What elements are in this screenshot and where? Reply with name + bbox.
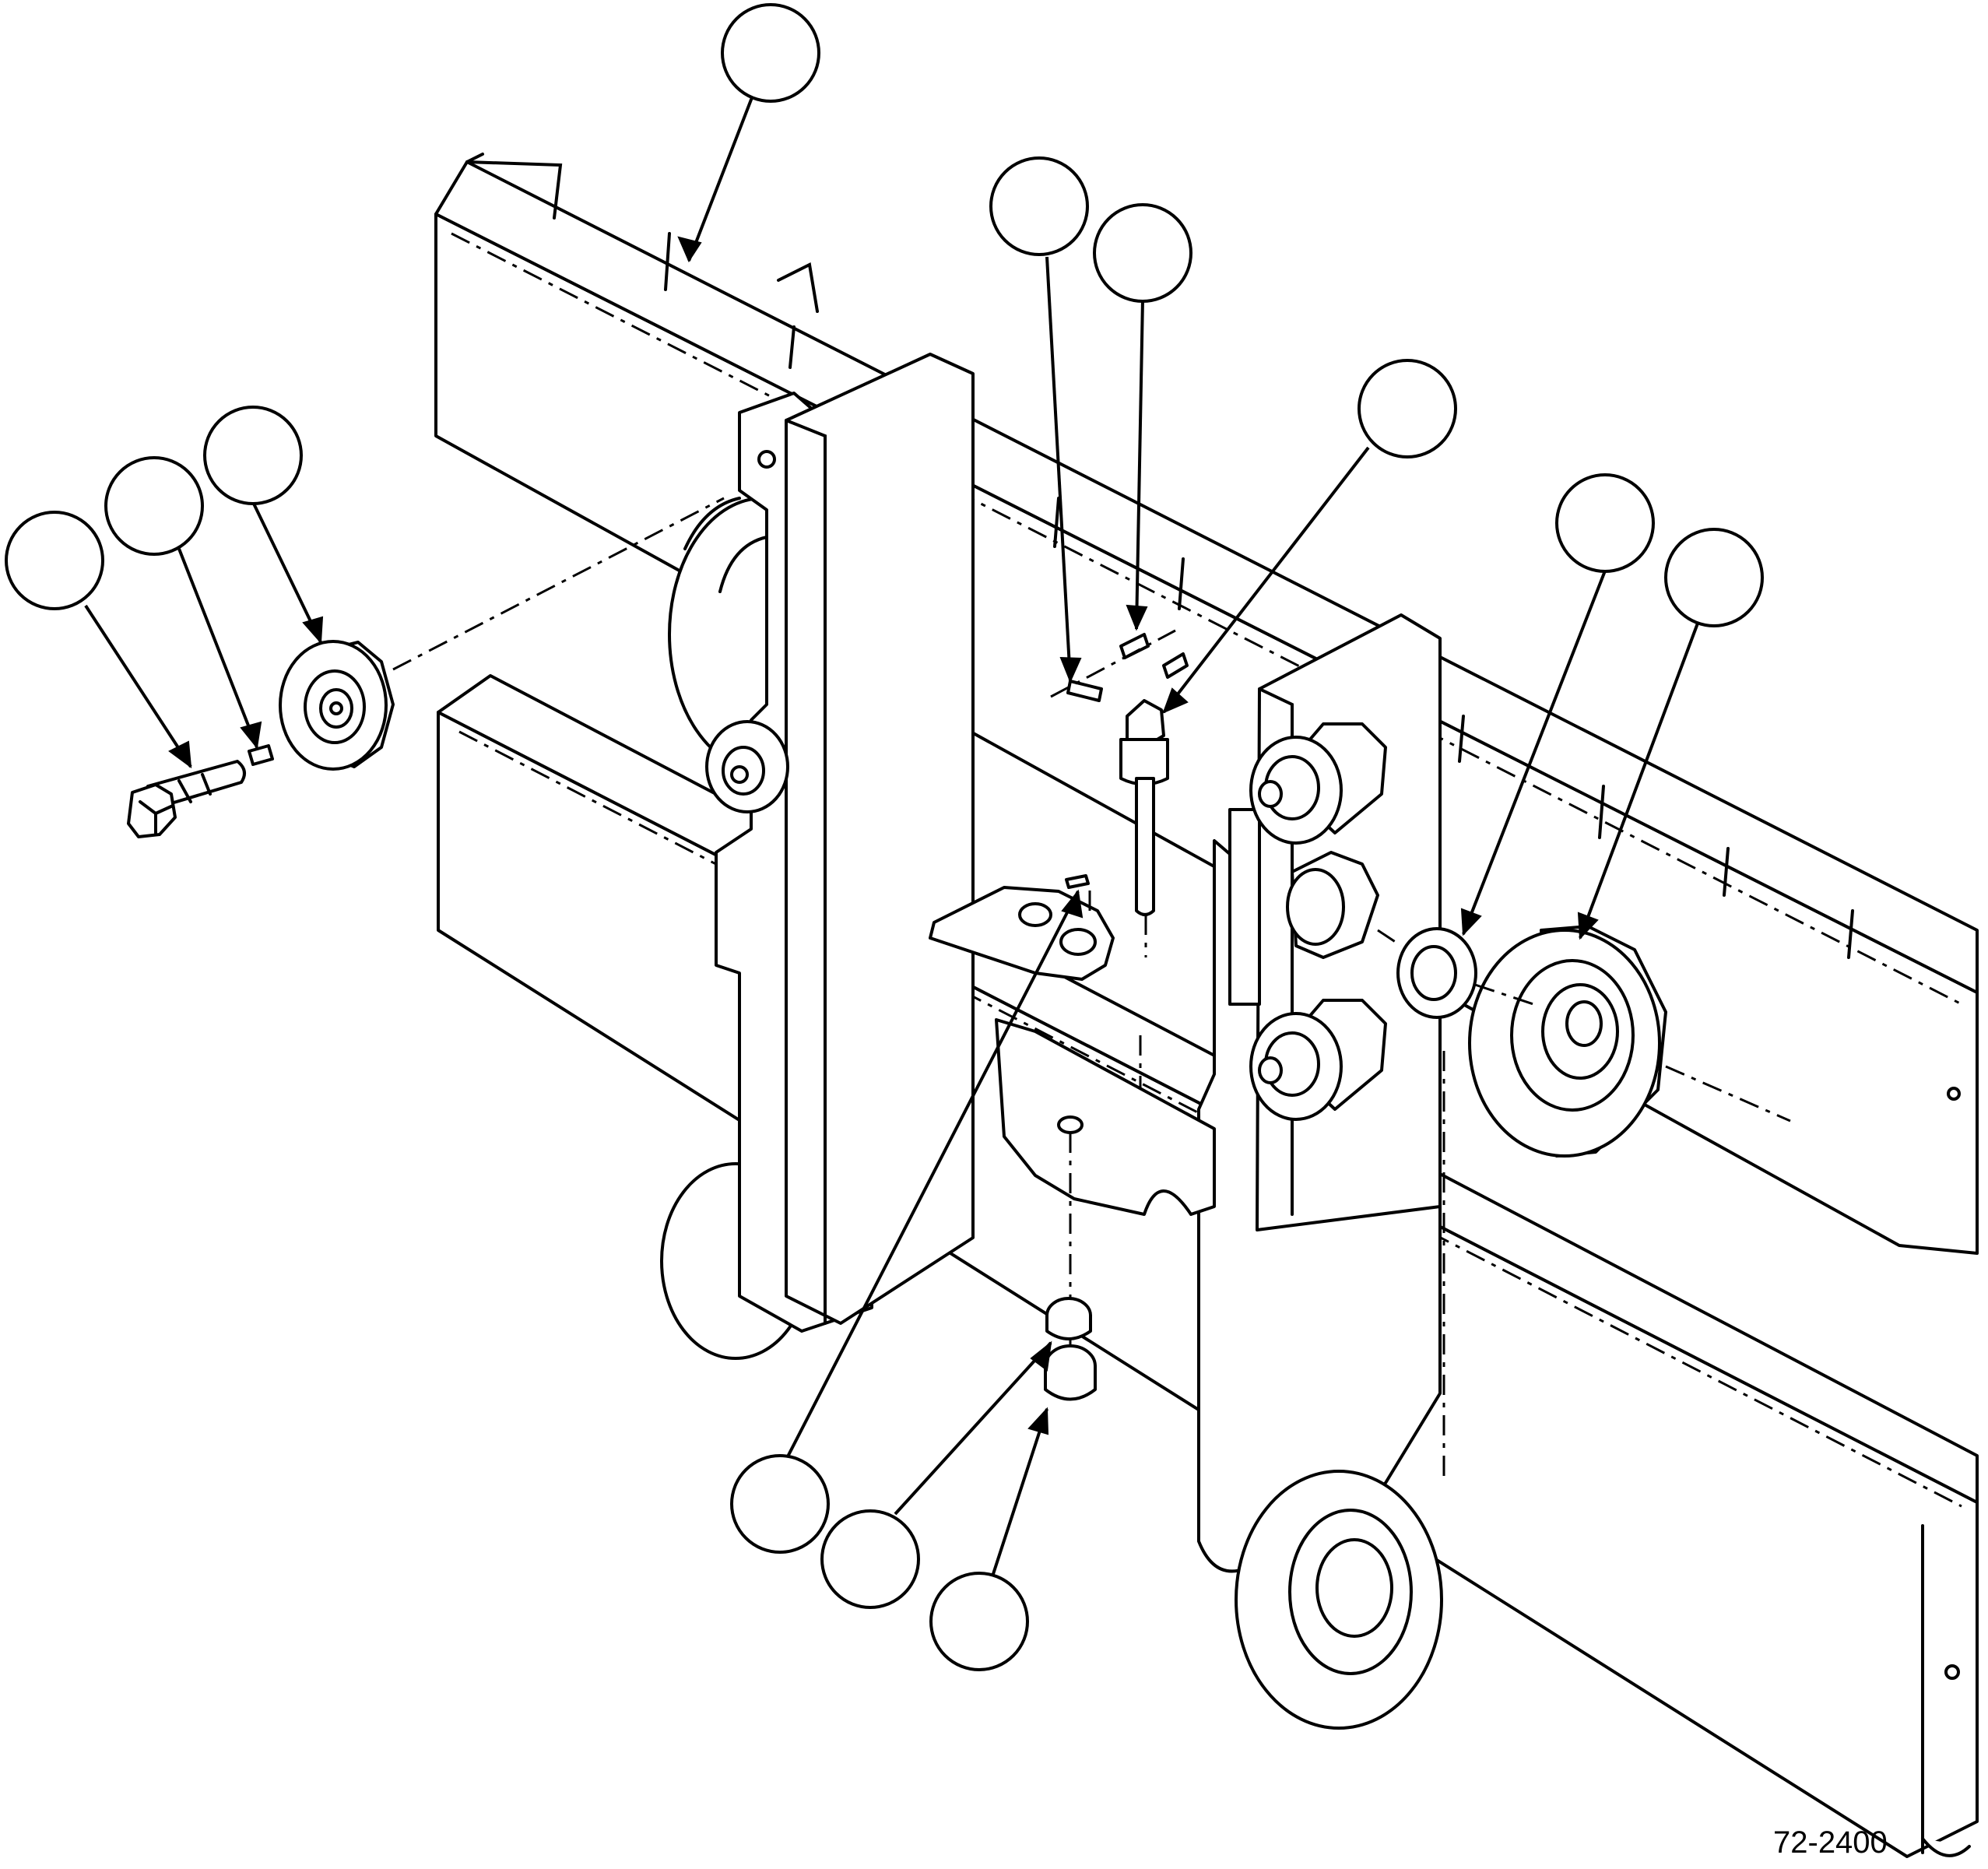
callout-stud[interactable] bbox=[1358, 359, 1457, 458]
callout-thrust-washer[interactable] bbox=[1555, 473, 1655, 573]
assembly-center-lines bbox=[392, 497, 1791, 1479]
callout-bolt[interactable] bbox=[5, 511, 104, 610]
small-roller bbox=[279, 640, 395, 771]
stud bbox=[1119, 699, 1169, 916]
lower-bracket bbox=[995, 1018, 1216, 1354]
callout-large-roller[interactable] bbox=[1664, 528, 1764, 627]
leader-lines bbox=[84, 89, 1702, 1577]
callout-pin-left[interactable] bbox=[989, 156, 1089, 256]
figure-number: 72-2400 bbox=[1773, 1825, 1888, 1860]
bolt bbox=[127, 760, 246, 838]
callout-small-roller[interactable] bbox=[203, 406, 303, 505]
pin-right bbox=[1119, 633, 1189, 679]
callout-lock-washer[interactable] bbox=[104, 456, 204, 556]
left-carriage-arm bbox=[660, 353, 975, 1360]
upper-nut bbox=[1045, 1297, 1092, 1340]
callout-top-rail-notch[interactable] bbox=[721, 3, 820, 103]
mounting-plate bbox=[929, 874, 1115, 981]
callout-plate[interactable] bbox=[730, 1454, 830, 1554]
lower-cam-roller bbox=[1249, 999, 1387, 1121]
callout-pin-right[interactable] bbox=[1093, 203, 1192, 303]
lower-nut bbox=[1044, 1344, 1097, 1401]
callout-lower-nut[interactable] bbox=[929, 1572, 1029, 1671]
upper-cam-roller bbox=[1249, 722, 1387, 845]
thrust-washer bbox=[1396, 927, 1477, 1019]
callout-circles bbox=[5, 3, 1764, 1671]
lock-washer bbox=[248, 744, 274, 766]
callout-upper-nut[interactable] bbox=[820, 1509, 920, 1609]
arrowheads bbox=[168, 236, 1599, 1435]
stud-boss bbox=[1286, 851, 1379, 959]
pin-left bbox=[1066, 680, 1103, 702]
large-roller bbox=[1468, 925, 1667, 1158]
